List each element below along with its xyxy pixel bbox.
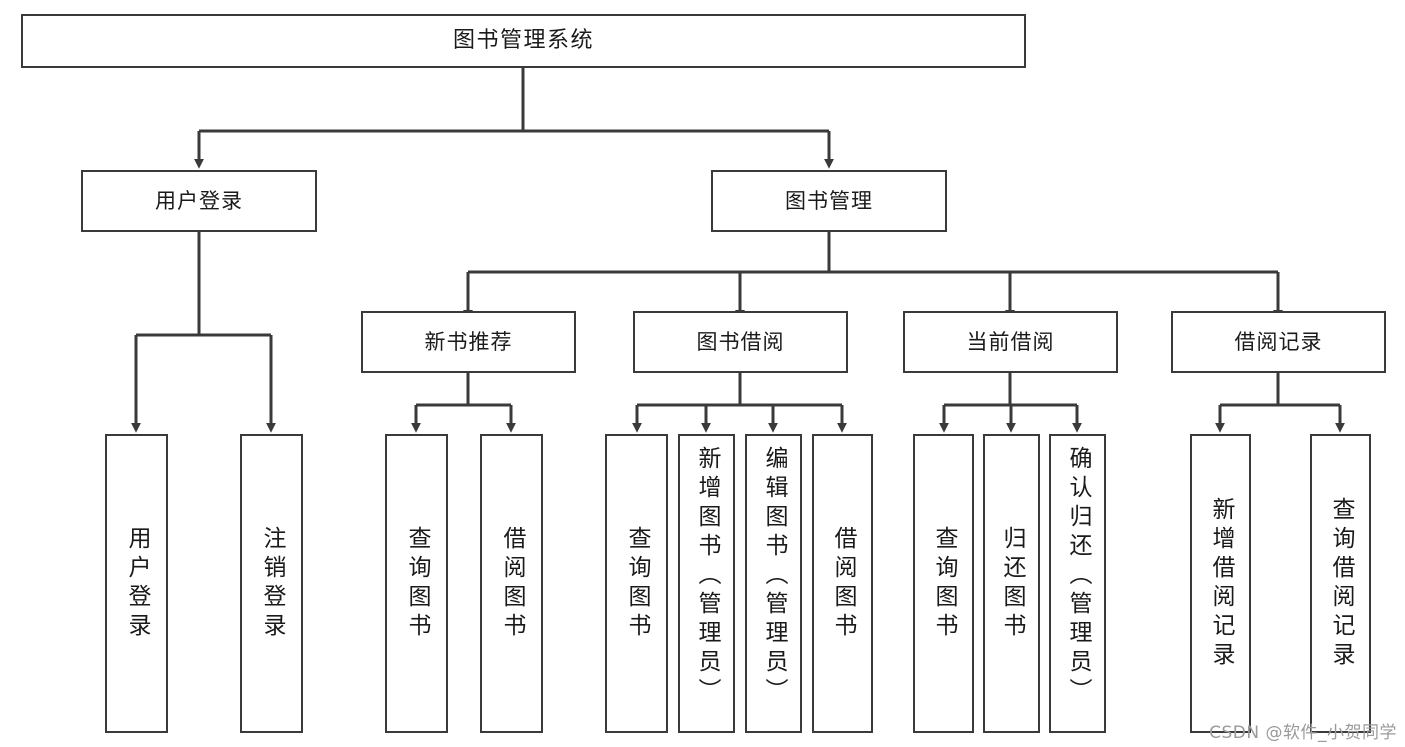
leaf-book-borrow-3[interactable]: 编辑图书（管理员） bbox=[745, 434, 802, 733]
leaf-current-borrow-1[interactable]: 查询图书 bbox=[913, 434, 974, 733]
node-book-borrow-label: 图书借阅 bbox=[696, 329, 785, 354]
node-borrow-record-label: 借阅记录 bbox=[1234, 329, 1323, 354]
node-current-borrow[interactable]: 当前借阅 bbox=[903, 311, 1118, 373]
leaf-current-borrow-2[interactable]: 归还图书 bbox=[983, 434, 1040, 733]
leaf-book-borrow-1[interactable]: 查询图书 bbox=[605, 434, 668, 733]
node-user-login[interactable]: 用户登录 bbox=[81, 170, 317, 232]
leaf-book-borrow-1-label: 查询图书 bbox=[624, 525, 650, 642]
node-current-borrow-label: 当前借阅 bbox=[966, 329, 1055, 354]
leaf-current-borrow-3[interactable]: 确认归还（管理员） bbox=[1049, 434, 1106, 733]
leaf-user-login-2[interactable]: 注销登录 bbox=[240, 434, 303, 733]
leaf-book-borrow-2[interactable]: 新增图书（管理员） bbox=[678, 434, 735, 733]
node-new-book-recommend[interactable]: 新书推荐 bbox=[361, 311, 576, 373]
node-root[interactable]: 图书管理系统 bbox=[21, 14, 1026, 68]
leaf-new-book-1-label: 查询图书 bbox=[404, 525, 430, 642]
node-book-manage[interactable]: 图书管理 bbox=[711, 170, 947, 232]
node-user-login-label: 用户登录 bbox=[155, 188, 243, 213]
leaf-book-borrow-2-label: 新增图书（管理员） bbox=[694, 446, 720, 707]
leaf-borrow-record-2[interactable]: 查询借阅记录 bbox=[1310, 434, 1371, 733]
leaf-borrow-record-2-label: 查询借阅记录 bbox=[1328, 496, 1354, 671]
leaf-new-book-2-label: 借阅图书 bbox=[499, 525, 525, 642]
leaf-book-borrow-3-label: 编辑图书（管理员） bbox=[761, 446, 787, 707]
leaf-borrow-record-1-label: 新增借阅记录 bbox=[1208, 496, 1234, 671]
node-borrow-record[interactable]: 借阅记录 bbox=[1171, 311, 1386, 373]
leaf-user-login-2-label: 注销登录 bbox=[259, 525, 285, 642]
node-book-manage-label: 图书管理 bbox=[785, 188, 873, 213]
watermark: CSDN @软件_小贺同学 bbox=[1209, 723, 1397, 743]
leaf-book-borrow-4-label: 借阅图书 bbox=[830, 525, 856, 642]
leaf-new-book-2[interactable]: 借阅图书 bbox=[480, 434, 543, 733]
leaf-borrow-record-1[interactable]: 新增借阅记录 bbox=[1190, 434, 1251, 733]
leaf-book-borrow-4[interactable]: 借阅图书 bbox=[812, 434, 873, 733]
leaf-user-login-1[interactable]: 用户登录 bbox=[105, 434, 168, 733]
node-new-book-recommend-label: 新书推荐 bbox=[424, 329, 513, 354]
leaf-current-borrow-2-label: 归还图书 bbox=[999, 525, 1025, 642]
node-root-label: 图书管理系统 bbox=[452, 28, 594, 54]
leaf-current-borrow-1-label: 查询图书 bbox=[931, 525, 957, 642]
node-book-borrow[interactable]: 图书借阅 bbox=[633, 311, 848, 373]
leaf-user-login-1-label: 用户登录 bbox=[124, 525, 150, 642]
leaf-new-book-1[interactable]: 查询图书 bbox=[385, 434, 448, 733]
leaf-current-borrow-3-label: 确认归还（管理员） bbox=[1065, 446, 1091, 707]
